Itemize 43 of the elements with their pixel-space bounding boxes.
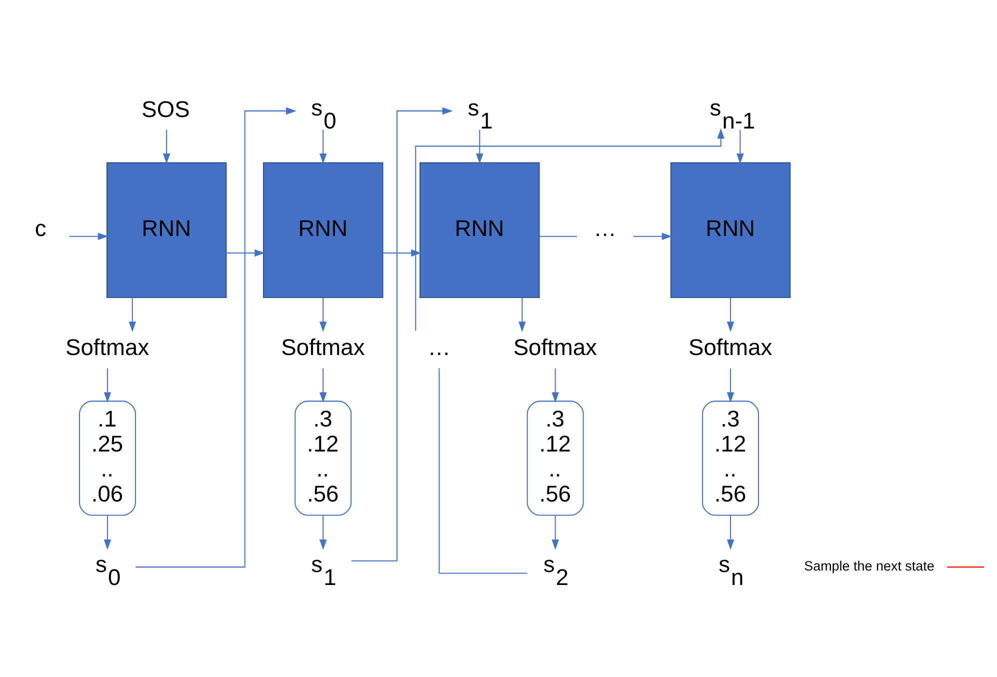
- arrow: [726, 515, 734, 550]
- node-text: Softmax: [688, 334, 772, 360]
- arrow: [128, 297, 136, 332]
- node-text: …: [593, 214, 616, 240]
- node-box: RNN: [670, 162, 790, 298]
- arrow: [162, 129, 170, 164]
- arrow: [350, 106, 452, 561]
- arrow: [68, 232, 108, 240]
- node-box: .3 .12 .. .56: [526, 400, 584, 516]
- node-box: .3 .12 .. .56: [294, 400, 352, 516]
- connector: [946, 566, 984, 568]
- node-text: c: [34, 214, 46, 240]
- node-text: …: [427, 334, 450, 360]
- node-box: RNN: [106, 162, 226, 298]
- node-text: Softmax: [64, 334, 149, 360]
- arrow: [103, 515, 111, 550]
- arrow: [318, 129, 326, 164]
- arrow: [551, 368, 558, 402]
- node-text: Softmax: [280, 334, 364, 360]
- arrow: [551, 515, 558, 550]
- node-text: SOS: [141, 95, 190, 122]
- node-box: .1 .25 .. .06: [78, 400, 136, 516]
- arrow: [382, 248, 421, 256]
- arrow: [414, 128, 724, 330]
- connector: [438, 368, 527, 574]
- arrow: [726, 368, 734, 402]
- node-box: RNN: [262, 162, 383, 298]
- node-text: Softmax: [512, 334, 596, 360]
- arrow: [103, 368, 111, 402]
- arrow: [135, 106, 296, 568]
- arrow: [736, 129, 744, 164]
- arrow: [226, 248, 264, 256]
- node-box: RNN: [419, 162, 540, 298]
- connector: [538, 235, 576, 236]
- arrow: [476, 129, 483, 164]
- node-text: Sample the next state: [804, 558, 934, 574]
- arrow: [518, 297, 526, 332]
- arrow: [318, 297, 326, 332]
- node-box: .3 .12 .. .56: [702, 400, 758, 516]
- arrow: [318, 368, 326, 402]
- arrow: [726, 297, 734, 332]
- arrow: [632, 232, 672, 240]
- arrow: [318, 515, 326, 550]
